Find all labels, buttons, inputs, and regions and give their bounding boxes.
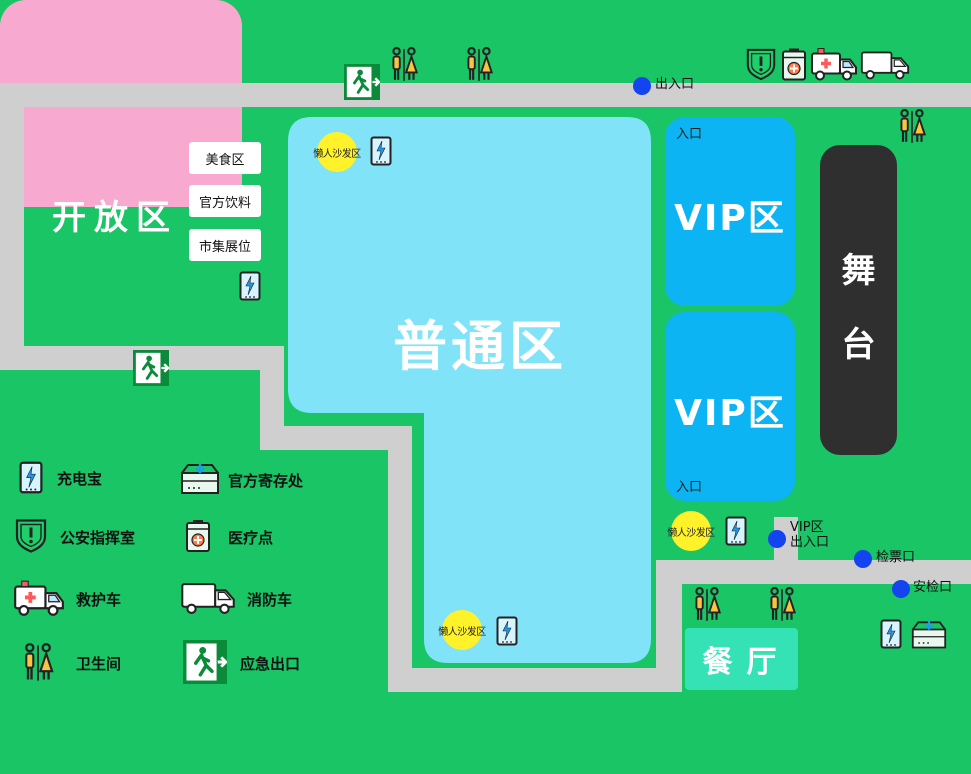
legend-restroom: 卫生间	[76, 655, 122, 673]
road-bend-horizontal	[260, 426, 412, 450]
power-bank-icon	[725, 516, 747, 546]
legend-police: 公安指挥室	[60, 529, 136, 547]
restroom-icon	[690, 587, 724, 623]
stage-char-2: 台	[841, 325, 876, 365]
storage-box-icon	[911, 618, 947, 650]
security-check-point	[892, 580, 910, 598]
stage-char-1: 舞	[841, 251, 876, 291]
general-zone-title: 普通区	[393, 314, 567, 378]
restaurant: 餐厅	[685, 628, 798, 690]
legend-fire-truck: 消防车	[247, 591, 293, 609]
vip-bottom-title: VIP区	[674, 393, 786, 434]
vip-exit-point	[768, 530, 786, 548]
fire-truck-icon	[860, 48, 910, 81]
power-bank-icon	[370, 136, 392, 166]
road-left	[0, 83, 24, 370]
road-bottom	[388, 668, 682, 692]
vip-zone-bottom: VIP区 入口	[665, 312, 795, 501]
road-top	[0, 83, 971, 107]
vip-exit-label-line1: VIP区	[790, 520, 824, 535]
police-shield-icon	[14, 517, 48, 554]
vip-top-entry: 入口	[676, 127, 703, 142]
fire-truck-icon	[180, 580, 236, 615]
emergency-exit-icon	[133, 350, 169, 386]
vip-top-title: VIP区	[674, 198, 786, 239]
general-zone	[288, 117, 651, 663]
food-area-label: 美食区	[189, 142, 261, 174]
medical-kit-icon	[781, 47, 807, 82]
power-bank-icon	[239, 271, 261, 301]
emergency-exit-icon	[183, 640, 227, 684]
legend-ambulance: 救护车	[76, 591, 122, 609]
sofa-area-bottom: 懒人沙发区	[438, 610, 486, 650]
emergency-exit-icon	[344, 64, 380, 100]
legend-emergency-exit: 应急出口	[240, 655, 301, 673]
restroom-icon	[19, 643, 57, 683]
sofa-area-top: 懒人沙发区	[313, 132, 361, 172]
exit-entrance-label: 出入口	[655, 77, 695, 92]
stage: 舞 台	[820, 145, 897, 455]
storage-box-icon	[180, 461, 220, 495]
open-zone-title: 开放区	[52, 198, 178, 238]
legend-storage: 官方寄存处	[228, 472, 304, 490]
vip-exit-label-line2: 出入口	[790, 535, 830, 550]
restroom-icon	[387, 47, 421, 83]
road-right-horizontal	[656, 560, 971, 584]
ticket-check-point	[854, 550, 872, 568]
restroom-icon	[765, 587, 799, 623]
police-shield-icon	[745, 46, 777, 82]
legend-power-bank: 充电宝	[57, 470, 103, 488]
vip-zone-top: 入口 VIP区	[665, 117, 795, 306]
legend-medical: 医疗点	[228, 529, 274, 547]
restroom-icon	[462, 47, 496, 83]
power-bank-icon	[496, 616, 518, 646]
ambulance-icon	[810, 47, 858, 82]
medical-kit-icon	[185, 518, 211, 554]
restroom-icon	[895, 109, 929, 145]
official-drinks-label: 官方饮料	[189, 185, 261, 217]
power-bank-icon	[880, 619, 902, 649]
ticket-check-label: 检票口	[876, 550, 916, 565]
security-check-label: 安检口	[913, 580, 953, 595]
vip-bottom-entry: 入口	[676, 480, 703, 495]
sofa-area-right: 懒人沙发区	[667, 511, 715, 551]
market-booth-label: 市集展位	[189, 229, 261, 261]
exit-entrance-point	[633, 77, 651, 95]
road-lower-vertical	[388, 426, 412, 692]
power-bank-icon	[19, 461, 43, 494]
ambulance-icon	[13, 580, 65, 617]
